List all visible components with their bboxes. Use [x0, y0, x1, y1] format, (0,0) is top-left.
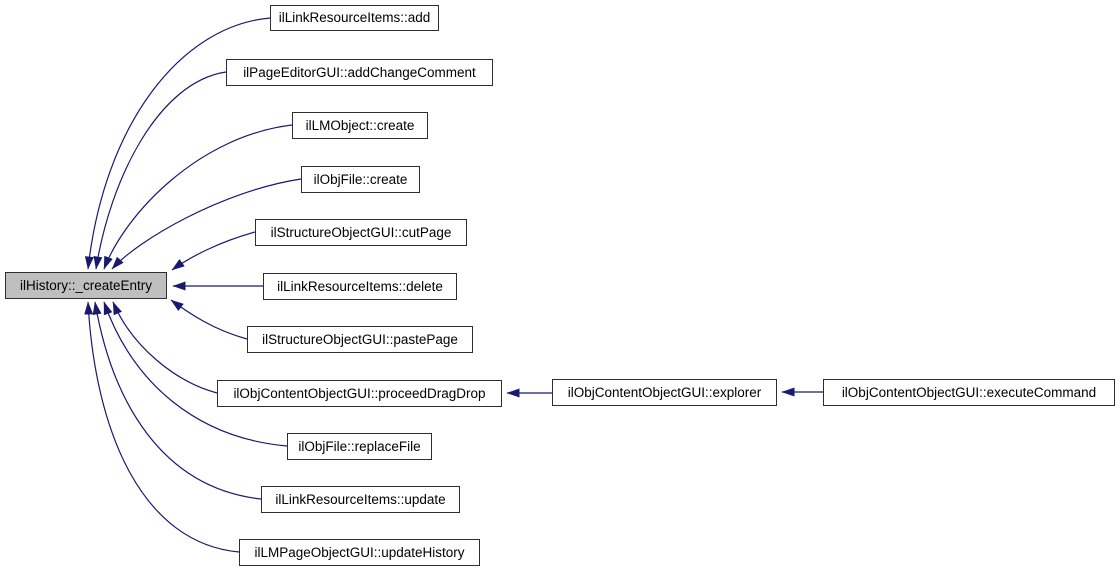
node-ilstructureobjectgui-pastepage[interactable]: ilStructureObjectGUI::pastePage — [247, 326, 473, 353]
node-ilstructureobjectgui-cutpage[interactable]: ilStructureObjectGUI::cutPage — [255, 219, 467, 246]
edge-proceedDragDrop-to-createEntry — [112, 301, 218, 394]
edge-add-to-createEntry — [84, 17, 271, 270]
node-illinkresourceitems-update[interactable]: ilLinkResourceItems::update — [261, 486, 460, 513]
node-illinkresourceitems-add[interactable]: ilLinkResourceItems::add — [270, 5, 439, 31]
node-illmpageobjectgui-updatehistory[interactable]: ilLMPageObjectGUI::updateHistory — [239, 539, 480, 566]
edge-cutPage-to-createEntry — [171, 231, 256, 271]
node-ilhistory-createentry[interactable]: ilHistory::_createEntry — [5, 272, 167, 299]
node-ilpageeditorgui-addchangecomment[interactable]: ilPageEditorGUI::addChangeComment — [226, 59, 493, 86]
edge-addChangeComment-to-createEntry — [93, 71, 227, 270]
node-ilobjcontentobjectgui-explorer[interactable]: ilObjContentObjectGUI::explorer — [552, 379, 777, 406]
node-ilobjfile-create[interactable]: ilObjFile::create — [301, 166, 420, 193]
edge-update-to-createEntry — [92, 301, 262, 500]
edge-pastePage-to-createEntry — [170, 299, 248, 340]
edge-updateHistory-to-createEntry — [84, 301, 240, 553]
node-illinkresourceitems-delete[interactable]: ilLinkResourceItems::delete — [263, 273, 457, 300]
node-ilobjfile-replacefile[interactable]: ilObjFile::replaceFile — [287, 433, 432, 460]
node-illmobject-create[interactable]: ilLMObject::create — [292, 112, 428, 139]
edge-replaceFile-to-createEntry — [103, 301, 288, 447]
edge-lmCreate-to-createEntry — [103, 124, 293, 270]
edge-fileCreate-to-createEntry — [111, 178, 302, 270]
node-ilobjcontentobjectgui-executecommand[interactable]: ilObjContentObjectGUI::executeCommand — [823, 379, 1115, 406]
node-ilobjcontentobjectgui-proceeddragdrop[interactable]: ilObjContentObjectGUI::proceedDragDrop — [217, 380, 502, 407]
